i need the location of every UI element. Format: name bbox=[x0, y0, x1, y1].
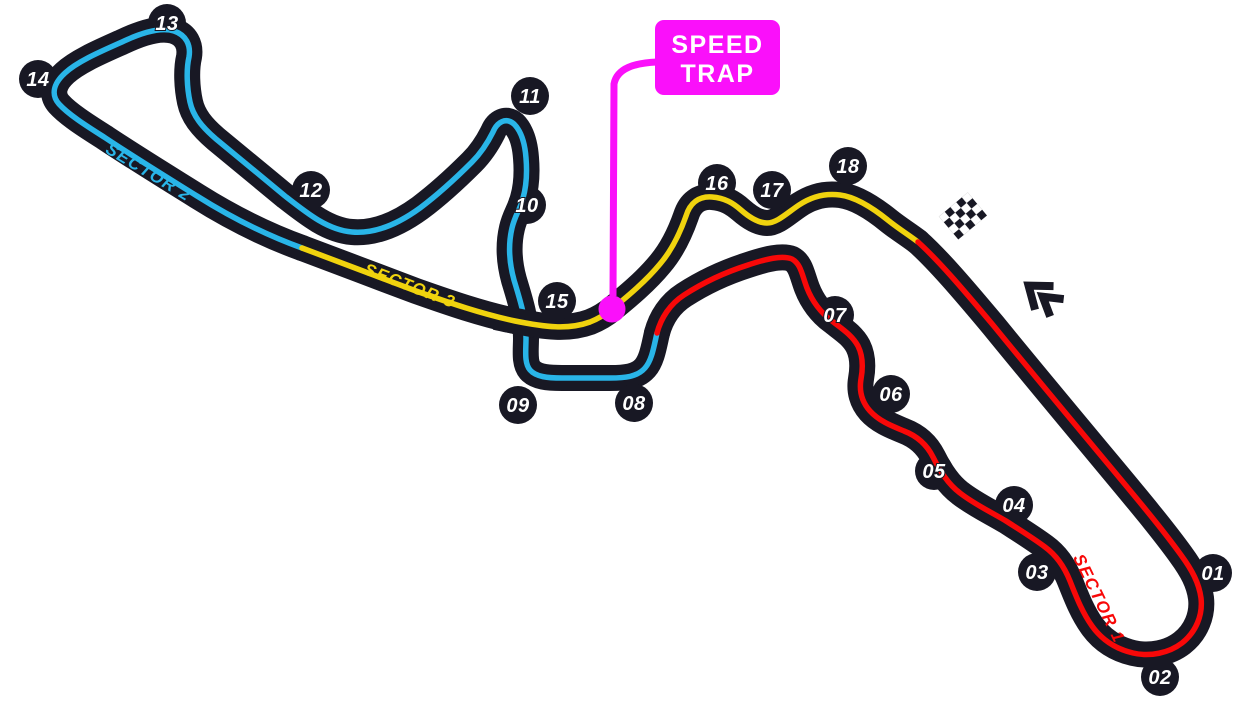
speed-trap-label-line1: SPEED bbox=[671, 31, 763, 59]
turn-marker-03 bbox=[1018, 553, 1056, 591]
turn-marker-06 bbox=[872, 375, 910, 413]
sector1-line bbox=[657, 242, 1201, 655]
speed-trap-label-line2: TRAP bbox=[680, 60, 754, 88]
turn-marker-18 bbox=[829, 147, 867, 185]
turn-marker-05 bbox=[915, 452, 953, 490]
turn-number-11: 11 bbox=[519, 86, 541, 108]
turn-number-04: 04 bbox=[1002, 495, 1025, 517]
checkered-flag-icon bbox=[938, 192, 988, 240]
turn-number-05: 05 bbox=[922, 461, 946, 483]
turn-number-10: 10 bbox=[515, 195, 538, 217]
turn-number-12: 12 bbox=[299, 180, 322, 202]
turn-number-17: 17 bbox=[760, 180, 784, 202]
turn-number-13: 13 bbox=[155, 13, 178, 35]
turn-number-14: 14 bbox=[26, 69, 49, 91]
turn-marker-01 bbox=[1194, 554, 1232, 592]
turn-marker-15 bbox=[538, 282, 576, 320]
turn-number-06: 06 bbox=[879, 384, 903, 406]
turn-number-09: 09 bbox=[506, 395, 530, 417]
turn-number-18: 18 bbox=[836, 156, 860, 178]
turn-marker-labels: 01 02 03 04 05 06 07 08 09 10 11 12 13 14 15 16 17 18 bbox=[25, 12, 1225, 690]
turn-marker-09 bbox=[499, 386, 537, 424]
turn-marker-07 bbox=[816, 296, 854, 334]
turn-marker-16 bbox=[698, 164, 736, 202]
turn-marker-12 bbox=[292, 171, 330, 209]
turn-number-01: 01 bbox=[1201, 563, 1224, 585]
turn-marker-circles bbox=[19, 4, 1232, 696]
direction-arrow-icon bbox=[1023, 281, 1065, 318]
turn-number-15: 15 bbox=[545, 291, 569, 313]
speed-trap-callout: SPEED TRAP bbox=[598, 20, 780, 323]
turn-number-07: 07 bbox=[823, 305, 847, 327]
turn-marker-11 bbox=[511, 77, 549, 115]
sector-lines bbox=[54, 30, 1201, 655]
turn-number-02: 02 bbox=[1148, 667, 1171, 689]
turn-marker-08 bbox=[615, 384, 653, 422]
turn-number-16: 16 bbox=[705, 173, 729, 195]
turn-marker-02 bbox=[1141, 658, 1179, 696]
turn-marker-17 bbox=[753, 171, 791, 209]
turn-marker-04 bbox=[995, 486, 1033, 524]
speed-trap-leader-line bbox=[609, 58, 658, 297]
speed-trap-box bbox=[655, 20, 780, 95]
turn-number-08: 08 bbox=[622, 393, 646, 415]
speed-trap-marker-dot bbox=[598, 295, 626, 323]
turn-number-03: 03 bbox=[1025, 562, 1048, 584]
turn-marker-14 bbox=[19, 60, 57, 98]
